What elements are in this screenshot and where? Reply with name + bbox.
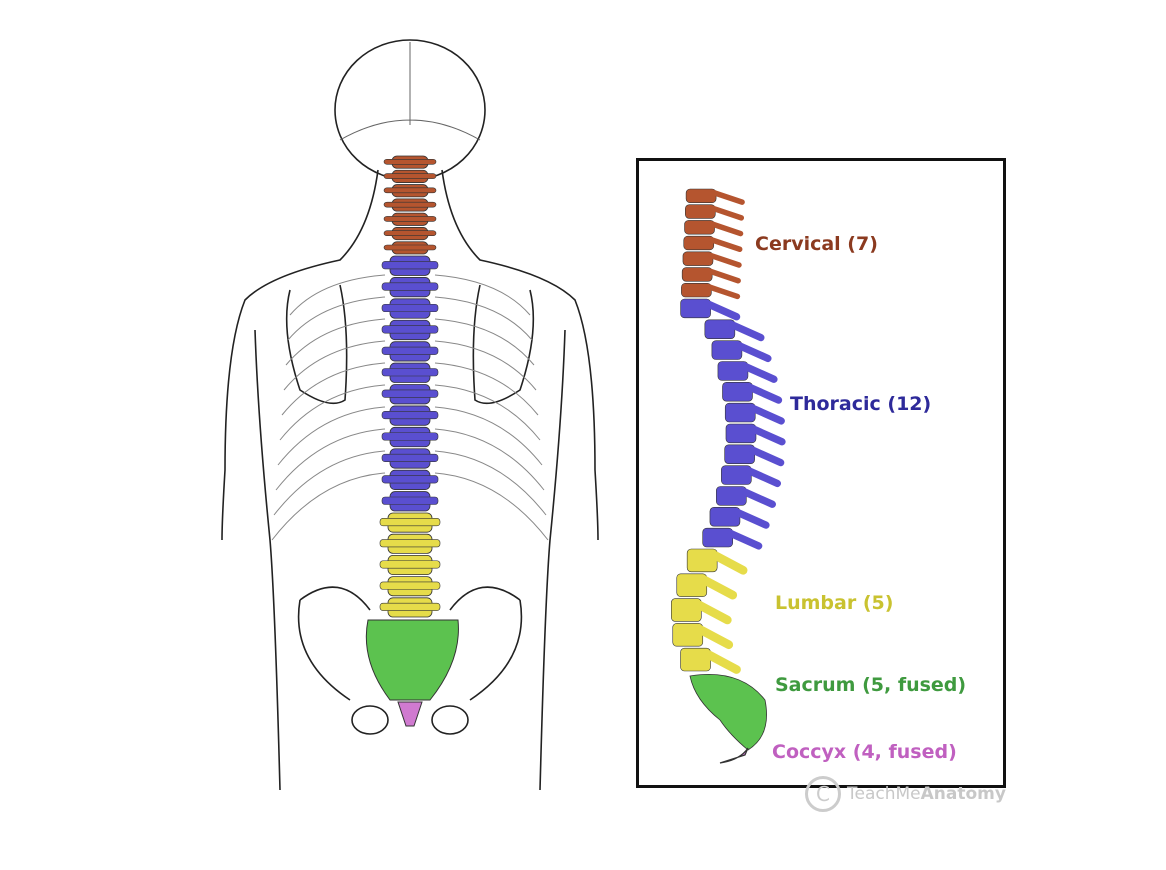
cervical-spinous-process [708,237,743,253]
thoracic-spinous-process [704,300,741,321]
posterior-spine [365,155,459,727]
thoracic-spinous-process [749,446,785,467]
rib [434,406,543,466]
watermark-bold: Anatomy [920,784,1006,804]
lumbar-spinous-process [704,650,741,674]
cervical-spinous-process [708,252,742,268]
thoracic-process [381,325,439,334]
cervical-process [383,230,437,237]
rib [275,428,386,491]
cervical-spinous-process [711,189,745,205]
thoracic-process [381,346,439,355]
coccyx [397,701,423,727]
thoracic-spinous-process [736,342,772,363]
watermark-light: TeachMe [847,784,921,804]
sacrum [365,619,459,701]
label-sacrum: Sacrum (5, fused) [775,674,967,696]
thoracic-spinous-process [749,404,785,425]
rib [434,340,537,391]
rib [277,406,386,466]
thoracic-process [381,411,439,420]
rib [434,362,539,416]
cervical-spinous-process [709,221,744,237]
rib [434,274,531,316]
rib [289,274,386,316]
rib [281,362,386,416]
thoracic-spinous-process [727,529,763,550]
thoracic-spinous-process [745,467,781,488]
thoracic-process [381,261,439,270]
lumbar-process [379,581,441,590]
rib [434,384,541,441]
rib [283,340,386,391]
rib [273,450,386,516]
label-lumbar: Lumbar (5) [775,592,894,614]
sacrum-side [689,674,767,751]
label-thoracic: Thoracic (12) [790,393,932,415]
thoracic-process [381,475,439,484]
thoracic-spinous-process [742,363,778,383]
thoracic-spinous-process [740,488,776,508]
rib [279,384,386,441]
thoracic-process [381,368,439,377]
copyright-icon: C [805,776,841,812]
rib [434,450,547,516]
lumbar-process [379,518,441,527]
rib [287,296,386,341]
rib [285,318,386,366]
thoracic-process [381,432,439,441]
body-outline [221,39,599,791]
thoracic-spinous-process [729,321,765,342]
lumbar-spinous-process [694,600,732,625]
lumbar-process [379,539,441,548]
lumbar-process [379,560,441,569]
cervical-spinous-process [707,268,741,284]
cervical-spinous-process [710,205,745,221]
rib [434,318,535,366]
thoracic-process [381,389,439,398]
thoracic-spinous-process [750,425,786,446]
lumbar-spinous-process [710,551,748,575]
thoracic-process [381,282,439,291]
lateral-spine [671,188,786,764]
cervical-process [383,187,437,194]
coccyx-side [719,747,749,764]
cervical-process [383,244,437,251]
rib [271,472,386,541]
thoracic-process [381,303,439,313]
lumbar-spinous-process [700,575,738,600]
thoracic-spinous-process [734,508,770,529]
label-coccyx: Coccyx (4, fused) [772,741,957,763]
rib [434,296,533,341]
rib [434,472,549,541]
cervical-process [383,173,437,179]
lumbar-spinous-process [696,625,734,650]
cervical-process [383,216,437,222]
thoracic-process [381,496,439,505]
rib [434,428,545,491]
label-cervical: Cervical (7) [755,233,878,255]
thoracic-process [381,453,439,462]
thoracic-spinous-process [746,383,783,404]
lumbar-process [379,602,441,611]
cervical-spinous-process [706,284,741,300]
cervical-process [383,201,437,208]
cervical-process [383,158,437,165]
